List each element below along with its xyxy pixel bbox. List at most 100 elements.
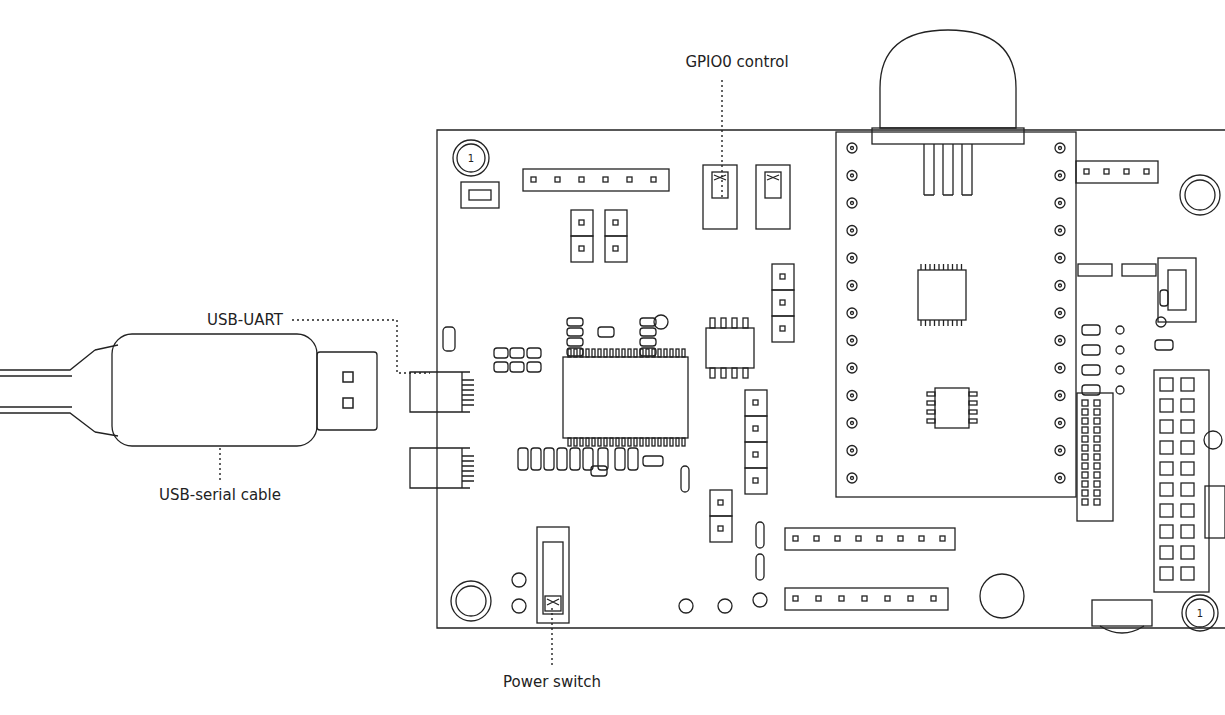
module-pad xyxy=(1059,257,1062,260)
smd-passive xyxy=(615,448,625,470)
header-pin xyxy=(1160,420,1173,433)
header-pin xyxy=(1181,378,1194,391)
header-pin xyxy=(1082,427,1088,433)
header-pin xyxy=(940,536,945,541)
module-pad xyxy=(847,171,857,181)
module-pad xyxy=(1059,422,1062,425)
smd-passive xyxy=(518,448,528,470)
smd-passive xyxy=(527,348,541,358)
ic-pin xyxy=(658,349,661,357)
ic-pin xyxy=(622,438,625,446)
header-pin xyxy=(1181,462,1194,475)
smd-passive xyxy=(643,456,663,466)
header-pin xyxy=(1094,445,1100,451)
callout-label: GPIO0 control xyxy=(683,53,790,71)
module-pad xyxy=(1055,281,1065,291)
ic-pin xyxy=(710,368,715,378)
pin-header xyxy=(772,264,794,290)
pin-header xyxy=(772,290,794,316)
pin-header xyxy=(745,468,767,494)
header-pin xyxy=(718,500,723,505)
soic-chip xyxy=(706,328,754,368)
header-pin xyxy=(1160,399,1173,412)
module-pad xyxy=(1059,284,1062,287)
led xyxy=(1116,386,1124,394)
module-pad xyxy=(847,226,857,236)
smd-passive xyxy=(1082,345,1100,355)
ic-pin xyxy=(676,438,679,446)
ic-pin xyxy=(947,264,948,326)
led xyxy=(1116,326,1124,334)
header-pin xyxy=(816,596,821,601)
ic-pin xyxy=(721,318,726,328)
ic-pin xyxy=(634,438,637,446)
smd-passive xyxy=(567,328,583,336)
module-pad xyxy=(1055,391,1065,401)
ic-pin xyxy=(927,410,935,414)
header-pin xyxy=(1181,441,1194,454)
module-pad xyxy=(851,339,854,342)
header-pin xyxy=(603,177,608,182)
ic-pin xyxy=(628,349,631,357)
usb-serial-cable xyxy=(0,334,377,446)
smd-passive xyxy=(510,348,524,358)
misc-parts xyxy=(443,182,1225,633)
module-pad xyxy=(851,422,854,425)
ic-pin xyxy=(652,438,655,446)
ic-pin xyxy=(664,349,667,357)
ic-pin xyxy=(969,392,977,396)
header-pin xyxy=(1082,499,1088,505)
pin-header xyxy=(1078,264,1112,276)
module-pad xyxy=(851,312,854,315)
ic-pin xyxy=(952,264,953,326)
led xyxy=(1116,346,1124,354)
ic-pin xyxy=(592,438,595,446)
header-pin xyxy=(1181,567,1194,580)
header-pin xyxy=(1104,169,1109,174)
ic-pin xyxy=(938,264,939,326)
ic-pin xyxy=(956,264,957,326)
header-pin xyxy=(1160,567,1173,580)
module-pad xyxy=(1059,394,1062,397)
ic-pin xyxy=(969,401,977,405)
header-pin xyxy=(1082,418,1088,424)
module-pad xyxy=(1059,367,1062,370)
header-pin xyxy=(555,177,560,182)
pin-header xyxy=(710,516,732,542)
callout-number: 1 xyxy=(1197,608,1203,619)
header-pin xyxy=(1094,481,1100,487)
header-pin xyxy=(814,536,819,541)
module-pad xyxy=(1055,473,1065,483)
module-pad xyxy=(851,147,854,150)
smd-passive xyxy=(567,348,583,356)
callout-label: Power switch xyxy=(501,673,603,691)
smd-passive xyxy=(640,328,656,336)
smd-passive xyxy=(1082,365,1100,375)
header-pin xyxy=(908,596,913,601)
smd-passive xyxy=(1082,325,1100,335)
module-pad xyxy=(1059,477,1062,480)
smd-passive xyxy=(1155,340,1173,350)
module-pad xyxy=(851,284,854,287)
ic-pin xyxy=(574,438,577,446)
header-pin xyxy=(753,400,758,405)
header-pin xyxy=(1094,472,1100,478)
header-pin xyxy=(753,452,758,457)
smd-passive xyxy=(494,362,508,372)
callout-number: 1 xyxy=(468,153,474,164)
module-pad xyxy=(1059,449,1062,452)
ic-pin xyxy=(743,318,748,328)
header-pin xyxy=(579,220,584,225)
header-pin xyxy=(1160,441,1173,454)
header-pin xyxy=(753,478,758,483)
usb-contact xyxy=(462,390,474,466)
header-pin xyxy=(1094,463,1100,469)
usb-contact xyxy=(462,395,474,471)
smd-passive xyxy=(570,448,580,470)
ic-pin xyxy=(622,349,625,357)
header-pin xyxy=(839,596,844,601)
header-pin xyxy=(793,596,798,601)
ic-pin xyxy=(634,349,637,357)
header-pin xyxy=(862,596,867,601)
